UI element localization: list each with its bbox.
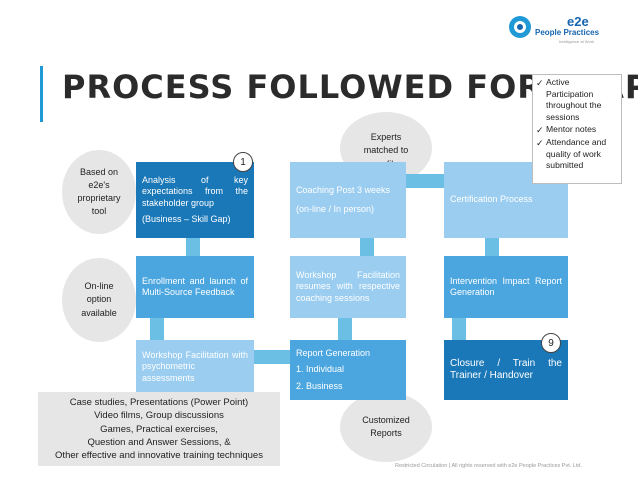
step-report-line-2: 1. Individual bbox=[296, 364, 345, 375]
checkmark-icon: ✓ bbox=[536, 125, 544, 136]
step-coaching-line-1: Coaching Post 3 weeks bbox=[296, 184, 391, 195]
step-report-generation: Report Generation 1. Individual 2. Busin… bbox=[290, 340, 406, 400]
step-workshop-psychometric-line-1: Workshop Facilitation with psychometric … bbox=[142, 350, 248, 383]
step-analysis: Analysis of key expectations from the st… bbox=[136, 162, 254, 238]
checklist-item: ✓ Mentor notes bbox=[536, 124, 618, 136]
step-workshop-psychometric: Workshop Facilitation with psychometric … bbox=[136, 340, 254, 394]
checkmark-icon: ✓ bbox=[536, 78, 544, 88]
ellipse-proprietary-tool: Based on e2e's proprietary tool bbox=[62, 150, 136, 234]
evaluation-checklist: ✓ Active Participation throughout the se… bbox=[532, 74, 622, 184]
step-coaching: Coaching Post 3 weeks (on-line / In pers… bbox=[290, 162, 406, 238]
checklist-item-text: Active Participation throughout the sess… bbox=[546, 77, 602, 122]
ellipse-proprietary-text: Based on e2e's proprietary tool bbox=[77, 166, 121, 217]
step-report-line-1: Report Generation bbox=[296, 348, 371, 359]
checklist-item: ✓ Active Participation throughout the se… bbox=[536, 77, 618, 123]
step-analysis-line-2: (Business – Skill Gap) bbox=[142, 213, 231, 224]
checklist-item: ✓ Attendance and quality of work submitt… bbox=[536, 137, 618, 172]
step-workshop-resumes-line-1: Workshop Facilitation resumes with respe… bbox=[296, 270, 400, 303]
technique-line: Question and Answer Sessions, & bbox=[87, 436, 231, 448]
ellipse-online-option: On-line option available bbox=[62, 258, 136, 342]
title-accent-bar bbox=[40, 66, 43, 122]
step-report-line-3: 2. Business bbox=[296, 380, 343, 391]
step-number-badge-start: 1 bbox=[233, 152, 253, 172]
step-enrollment-line-1: Enrollment and launch of Multi-Source Fe… bbox=[142, 275, 248, 297]
checklist-item-text: Mentor notes bbox=[546, 124, 597, 135]
technique-line: Video films, Group discussions bbox=[94, 410, 224, 422]
training-techniques-box: Case studies, Presentations (Power Point… bbox=[38, 392, 280, 466]
ellipse-customized-text: Customized Reports bbox=[362, 414, 410, 438]
step-closure-line-1: Closure / Train the Trainer / Handover bbox=[450, 357, 562, 382]
technique-line: Games, Practical exercises, bbox=[100, 423, 218, 435]
step-enrollment: Enrollment and launch of Multi-Source Fe… bbox=[136, 256, 254, 318]
connector-report-workshop-resume bbox=[338, 318, 352, 340]
checklist-item-text: Attendance and quality of work submitted bbox=[546, 136, 607, 171]
logo-name: e2e bbox=[567, 14, 589, 29]
connector-certification-intervention bbox=[485, 236, 499, 258]
logo-subname: People Practices bbox=[535, 28, 600, 37]
technique-line: Other effective and innovative training … bbox=[55, 450, 263, 462]
connector-coaching-certification bbox=[404, 174, 444, 188]
step-intervention: Intervention Impact Report Generation bbox=[444, 256, 568, 318]
connector-enrollment-workshop bbox=[150, 318, 164, 340]
step-number-badge-end: 9 bbox=[541, 333, 561, 353]
checkmark-icon: ✓ bbox=[536, 137, 544, 148]
logo-mark-icon bbox=[509, 16, 531, 38]
connector-analysis-enrollment bbox=[186, 236, 200, 258]
step-intervention-line-1: Intervention Impact Report Generation bbox=[450, 275, 562, 297]
step-certification-line-1: Certification Process bbox=[450, 194, 533, 205]
connector-workshop-resume-coaching bbox=[360, 238, 374, 258]
ellipse-online-text: On-line option available bbox=[81, 281, 117, 318]
company-logo: e2e People Practices Intelligence at Wor… bbox=[507, 14, 627, 52]
step-analysis-line-1: Analysis of key expectations from the st… bbox=[142, 175, 248, 208]
step-coaching-line-2: (on-line / In person) bbox=[296, 204, 375, 214]
step-workshop-resumes: Workshop Facilitation resumes with respe… bbox=[290, 256, 406, 318]
ellipse-customized-reports: Customized Reports bbox=[340, 392, 432, 462]
connector-workshop-report bbox=[254, 350, 294, 364]
footer-copyright: Restricted Circulation | All rights rese… bbox=[395, 463, 582, 469]
technique-line: Case studies, Presentations (Power Point… bbox=[69, 397, 249, 408]
connector-intervention-closure bbox=[452, 318, 466, 340]
logo-tagline: Intelligence at Work bbox=[559, 39, 595, 44]
